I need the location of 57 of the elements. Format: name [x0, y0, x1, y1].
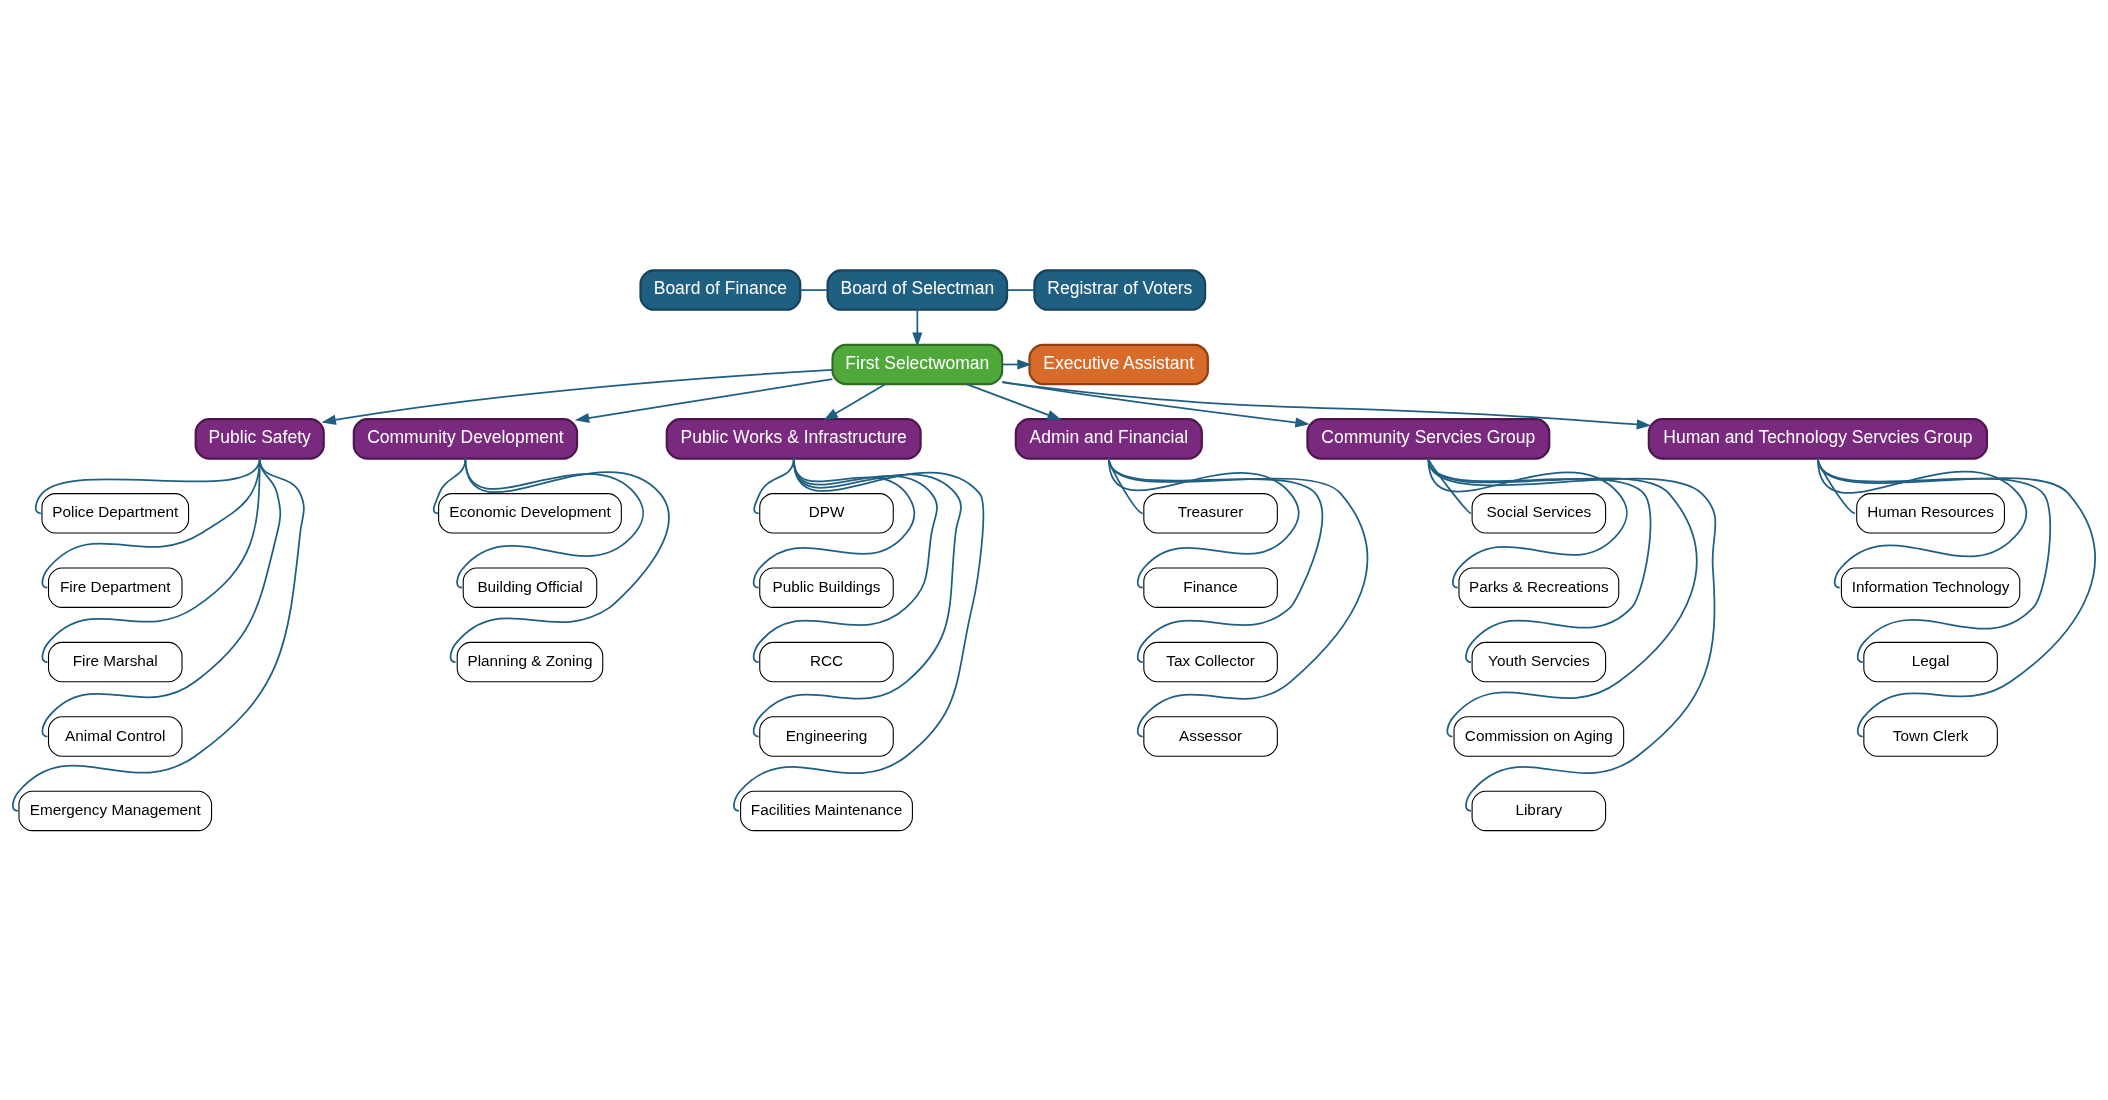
node-box: Admin and Financial: [1014, 417, 1203, 460]
arrow: [1001, 380, 1310, 427]
node-box: Emergency Management: [18, 790, 213, 831]
node-box: Legal: [1863, 641, 1998, 682]
arrow: [574, 377, 834, 423]
node-box: Human and Technology Servcies Group: [1647, 417, 1989, 460]
node-box: Tax Collector: [1143, 641, 1278, 682]
connector: [432, 457, 467, 514]
node-box: Fire Marshal: [47, 641, 183, 682]
arrow: [966, 383, 1062, 420]
node-box: Social Services: [1471, 492, 1607, 534]
connector: [1427, 457, 1652, 663]
connector: [449, 457, 670, 663]
node-box: Information Technology: [1840, 566, 2021, 608]
node-box: Board of Selectman: [826, 268, 1009, 311]
node-box: Youth Servcies: [1471, 641, 1607, 682]
node-box: RCC: [759, 641, 894, 682]
node-box: Board of Finance: [639, 268, 802, 311]
connector: [1427, 457, 1472, 514]
node-box: Public Buildings: [759, 566, 894, 608]
node-box: Engineering: [759, 715, 894, 757]
connector: [1107, 457, 1369, 737]
node-box: Building Official: [462, 566, 598, 608]
connector: [1817, 457, 2096, 737]
node-box: Parks & Recreations: [1458, 566, 1620, 608]
node-box: Facilities Maintenance: [740, 790, 913, 831]
connector: [1427, 457, 1628, 589]
connector: [799, 288, 829, 291]
node-box: Public Works & Infrastructure: [665, 417, 922, 460]
arrow: [823, 383, 887, 420]
node-box: Animal Control: [47, 715, 183, 757]
arrow: [912, 308, 923, 347]
node-box: Registrar of Voters: [1033, 268, 1207, 311]
connector: [11, 457, 305, 812]
node-box: Library: [1471, 790, 1607, 831]
arrow: [321, 368, 834, 425]
node-box: Economic Development: [438, 492, 622, 534]
connector: [733, 457, 985, 812]
node-box: DPW: [759, 492, 894, 534]
node-box: Community Servcies Group: [1306, 417, 1551, 460]
node-box: Public Safety: [194, 417, 325, 460]
node-box: Treasurer: [1143, 492, 1278, 534]
node-box: First Selectwoman: [831, 343, 1004, 385]
connector: [1427, 457, 1717, 812]
node-box: Community Development: [352, 417, 579, 460]
node-box: Planning & Zoning: [456, 641, 604, 682]
arrow: [1001, 380, 1652, 429]
connector: [1006, 288, 1036, 291]
node-box: Finance: [1143, 566, 1278, 608]
node-box: Executive Assistant: [1028, 343, 1209, 385]
connector: [1427, 457, 1698, 737]
node-box: Fire Department: [47, 566, 183, 608]
node-box: Town Clerk: [1863, 715, 1998, 757]
node-box: Commission on Aging: [1453, 715, 1625, 757]
node-box: Human Resources: [1856, 492, 2005, 534]
node-box: Police Department: [41, 492, 190, 534]
node-box: Assessor: [1143, 715, 1278, 757]
